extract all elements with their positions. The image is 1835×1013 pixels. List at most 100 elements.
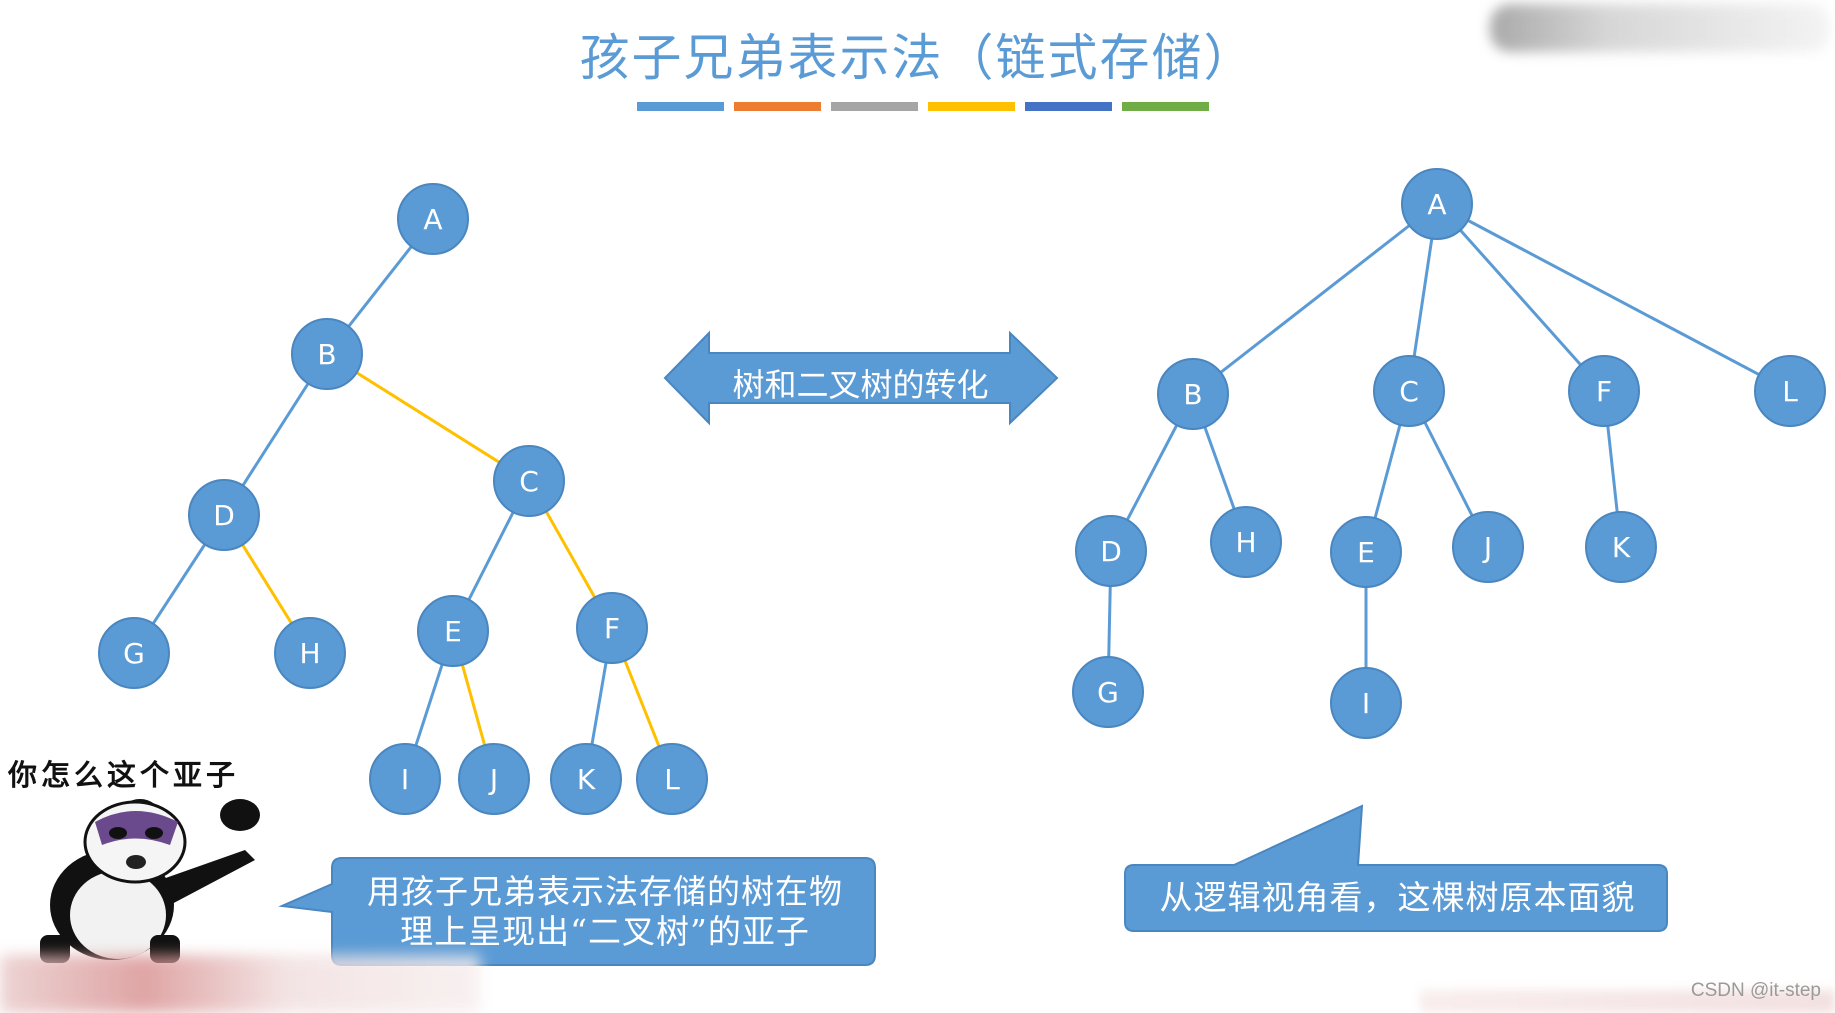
right-edge-A-L: [1436, 202, 1791, 393]
left-node-C: C: [493, 445, 565, 517]
left-node-B: B: [291, 318, 363, 390]
blurred-overlay-bottom-left: [0, 955, 480, 1013]
right-node-label-K: K: [1612, 531, 1631, 564]
left-node-F: F: [576, 592, 648, 664]
left-node-label-I: I: [401, 763, 409, 796]
left-callout-line-2: 理上呈现出“二叉树”的亚子: [400, 912, 810, 951]
right-node-J: J: [1452, 511, 1524, 583]
right-node-label-A: A: [1427, 188, 1446, 221]
left-node-L: L: [636, 743, 708, 815]
arrow-label: 树和二叉树的转化: [732, 366, 989, 404]
blurred-overlay-top-right: [1490, 4, 1830, 52]
right-tree-edges: [1106, 202, 1791, 703]
right-node-label-I: I: [1362, 687, 1370, 720]
right-node-label-H: H: [1235, 526, 1256, 559]
left-node-label-A: A: [423, 203, 442, 236]
right-node-I: I: [1330, 667, 1402, 739]
right-node-G: G: [1072, 656, 1144, 728]
right-node-B: B: [1157, 358, 1229, 430]
title-color-bar-3: [831, 102, 918, 111]
left-tree-nodes: A B C D E F G H I J K L: [98, 183, 708, 815]
right-node-D: D: [1075, 515, 1147, 587]
left-node-circle-F: [576, 592, 648, 664]
right-edge-A-F: [1435, 203, 1606, 392]
left-node-circle-A: [397, 183, 469, 255]
left-node-A: A: [397, 183, 469, 255]
right-node-L: L: [1754, 355, 1826, 427]
right-node-label-C: C: [1399, 375, 1419, 408]
double-arrow-shape: [663, 330, 1059, 426]
left-node-circle-J: [458, 743, 530, 815]
left-node-H: H: [274, 617, 346, 689]
right-node-label-D: D: [1100, 535, 1122, 568]
left-node-I: I: [369, 743, 441, 815]
left-node-label-K: K: [577, 763, 596, 796]
left-node-circle-I: [369, 743, 441, 815]
right-node-circle-L: [1754, 355, 1826, 427]
left-node-G: G: [98, 617, 170, 689]
right-node-circle-B: [1157, 358, 1229, 430]
right-node-circle-G: [1072, 656, 1144, 728]
title-color-bar-5: [1025, 102, 1112, 111]
left-node-label-E: E: [444, 615, 462, 648]
meme-caption: 你怎么这个亚子: [8, 758, 240, 792]
right-node-C: C: [1373, 355, 1445, 427]
title-color-bar-1: [637, 102, 724, 111]
right-node-F: F: [1568, 355, 1640, 427]
right-node-circle-A: [1401, 168, 1473, 240]
left-node-K: K: [550, 743, 622, 815]
slide-title: 孩子兄弟表示法（链式存储）: [579, 29, 1256, 87]
left-node-circle-L: [636, 743, 708, 815]
left-node-D: D: [188, 479, 260, 551]
left-node-J: J: [458, 743, 530, 815]
left-node-label-F: F: [604, 612, 620, 645]
right-node-E: E: [1330, 516, 1402, 588]
left-node-circle-B: [291, 318, 363, 390]
right-node-label-F: F: [1596, 375, 1612, 408]
right-node-circle-F: [1568, 355, 1640, 427]
right-node-K: K: [1585, 511, 1657, 583]
left-node-label-B: B: [317, 338, 336, 371]
panda-meme-icon: [40, 799, 260, 963]
title-color-bar-4: [928, 102, 1015, 111]
left-node-label-C: C: [519, 465, 539, 498]
left-edge-B-C: [326, 352, 530, 483]
right-node-circle-K: [1585, 511, 1657, 583]
right-node-A: A: [1401, 168, 1473, 240]
right-node-circle-D: [1075, 515, 1147, 587]
left-node-label-H: H: [299, 637, 320, 670]
right-tree-nodes: A B C F L D H E J K G I: [1072, 168, 1826, 739]
right-node-label-L: L: [1782, 375, 1798, 408]
right-node-label-G: G: [1097, 676, 1119, 709]
left-node-E: E: [417, 595, 489, 667]
left-node-circle-K: [550, 743, 622, 815]
title-color-bar-6: [1122, 102, 1209, 111]
right-node-circle-J: [1452, 511, 1524, 583]
left-node-circle-G: [98, 617, 170, 689]
left-node-circle-H: [274, 617, 346, 689]
right-edge-A-B: [1192, 202, 1438, 396]
left-node-circle-E: [417, 595, 489, 667]
right-callout-text: 从逻辑视角看，这棵树原本面貌: [1159, 878, 1636, 917]
blurred-overlay-bottom-right: [1420, 990, 1835, 1013]
right-node-H: H: [1210, 506, 1282, 578]
left-node-label-G: G: [123, 637, 145, 670]
right-node-label-E: E: [1357, 536, 1375, 569]
left-node-circle-D: [188, 479, 260, 551]
title-color-bars: [637, 102, 1209, 112]
right-node-label-B: B: [1183, 378, 1202, 411]
left-node-circle-C: [493, 445, 565, 517]
right-node-circle-I: [1330, 667, 1402, 739]
left-node-label-J: J: [488, 763, 498, 796]
right-node-circle-H: [1210, 506, 1282, 578]
left-callout-line-1: 用孩子兄弟表示法存储的树在物: [367, 872, 843, 911]
left-node-label-L: L: [664, 763, 680, 796]
right-callout-shape: [1124, 804, 1668, 932]
left-node-label-D: D: [213, 499, 235, 532]
title-color-bar-2: [734, 102, 821, 111]
right-node-circle-E: [1330, 516, 1402, 588]
right-node-label-J: J: [1482, 531, 1492, 564]
watermark: CSDN @it-step: [1690, 980, 1821, 1001]
